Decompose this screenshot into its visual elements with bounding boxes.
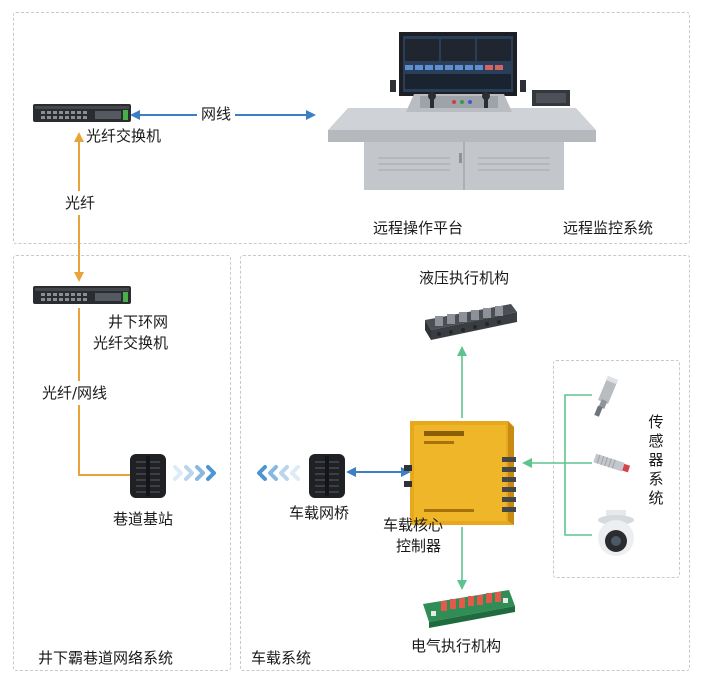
core-controller-device bbox=[404, 421, 516, 525]
underground-network-region bbox=[13, 255, 231, 671]
remote-platform-console bbox=[328, 32, 596, 190]
sensor-bus-line bbox=[564, 394, 592, 536]
core-controller-label-line1: 车载核心 bbox=[383, 516, 444, 534]
ptz-camera-device bbox=[598, 510, 634, 556]
base-station-label: 巷道基站 bbox=[113, 510, 174, 528]
core-controller-label-line2: 控制器 bbox=[396, 537, 442, 555]
remote-platform-label: 远程操作平台 bbox=[373, 219, 464, 237]
fiber-switch-device bbox=[33, 104, 131, 122]
fiber-ethernet-link-label: 光纤/网线 bbox=[39, 381, 111, 405]
sensor-system-label: 传 感 器 系 统 bbox=[648, 413, 664, 507]
ring-fiber-switch-device bbox=[33, 286, 131, 304]
wireless-signal-right-icon bbox=[173, 465, 216, 481]
electric-actuator-label: 电气执行机构 bbox=[411, 637, 502, 655]
fiber-ethernet-link-line bbox=[78, 308, 130, 476]
remote-monitor-region-label: 远程监控系统 bbox=[563, 219, 654, 237]
hydraulic-actuator-label: 液压执行机构 bbox=[419, 269, 510, 287]
electric-actuator-device bbox=[423, 590, 515, 628]
fiber-link-label: 光纤 bbox=[62, 191, 99, 215]
vehicle-system-region-label: 车载系统 bbox=[251, 649, 312, 667]
base-station-device bbox=[130, 454, 166, 498]
pressure-sensor-device bbox=[594, 376, 618, 417]
vehicle-bridge-device bbox=[309, 454, 345, 498]
vehicle-bridge-label: 车载网桥 bbox=[289, 504, 350, 522]
vehicle-system-region bbox=[240, 255, 690, 671]
remote-monitor-region bbox=[13, 12, 690, 244]
fiber-switch-label: 光纤交换机 bbox=[86, 127, 162, 145]
underground-network-region-label: 井下霸巷道网络系统 bbox=[38, 649, 174, 667]
ring-switch-label-line1: 井下环网 bbox=[108, 313, 169, 331]
wireless-signal-left-icon bbox=[257, 465, 300, 481]
ring-switch-label-line2: 光纤交换机 bbox=[93, 334, 169, 352]
ethernet-link-label: 网线 bbox=[197, 104, 236, 124]
hydraulic-actuator-device bbox=[425, 304, 517, 340]
sensor-group-box bbox=[553, 360, 680, 578]
proximity-sensor-device bbox=[593, 453, 631, 473]
